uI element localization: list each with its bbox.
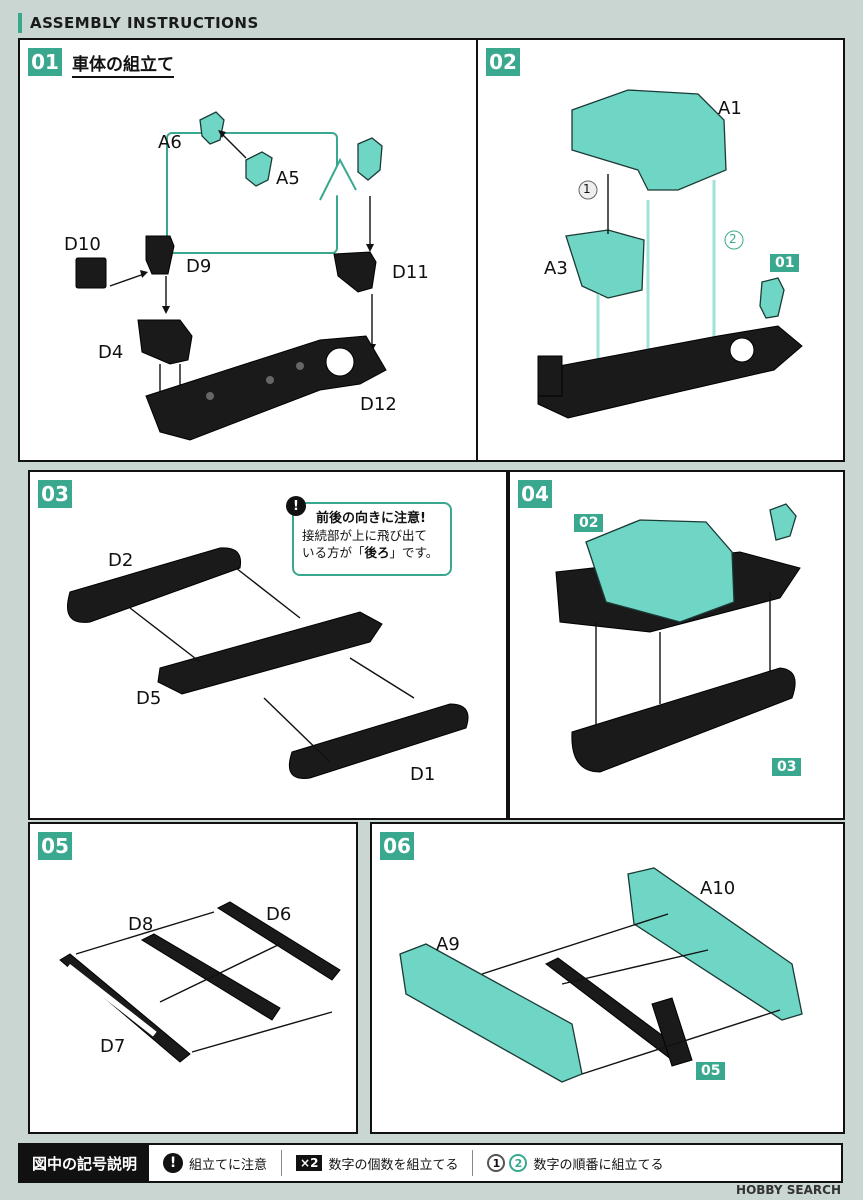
legend-item-order: 1 2 数字の順番に組立てる — [487, 1154, 663, 1173]
part-label-a1: A1 — [718, 98, 742, 119]
legend-item-multiply: ×2 数字の個数を組立てる — [296, 1154, 458, 1173]
order-mark-1: 1 — [583, 182, 591, 196]
legend-divider — [472, 1150, 474, 1176]
legend-item-caution: ! 組立てに注意 — [163, 1153, 267, 1173]
multiply-icon: ×2 — [296, 1155, 323, 1171]
step-06-diagram — [399, 867, 803, 1083]
step-01-panel: 01 車体の組立て A6 A5 D1 — [18, 38, 480, 462]
step-01-diagram — [75, 111, 387, 441]
step-number: 01 — [28, 48, 62, 76]
step-number: 05 — [38, 832, 72, 860]
orientation-note: ! 前後の向きに注意! 接続部が上に飛び出て いる方が「後ろ」です。 — [286, 496, 452, 576]
step-ref-tag: 01 — [770, 254, 800, 272]
order-1-icon: 1 — [487, 1154, 506, 1172]
caution-icon: ! — [163, 1153, 184, 1173]
step-06-panel: 06 A9 A10 05 — [370, 822, 845, 1134]
step-05-panel: 05 D8 D6 D7 — [28, 822, 358, 1134]
legend-text: 数字の個数を組立てる — [328, 1157, 459, 1173]
legend-text: 数字の順番に組立てる — [533, 1157, 664, 1173]
step-04-panel: 04 02 03 — [508, 470, 845, 820]
step-title: 車体の組立て — [72, 50, 174, 78]
page-title: ASSEMBLY INSTRUCTIONS — [30, 14, 259, 32]
step-03-diagram — [67, 547, 469, 779]
step-02-panel: 02 1 2 A1 A3 01 — [476, 38, 845, 462]
step-number: 04 — [518, 480, 552, 508]
note-line-1: 接続部が上に飛び出て — [302, 528, 428, 543]
step-ref-tag-03: 03 — [772, 758, 802, 776]
symbol-legend: 図中の記号説明 ! 組立てに注意 ×2 数字の個数を組立てる 1 2 数字の順番… — [18, 1143, 843, 1183]
part-label-a3: A3 — [544, 258, 568, 279]
part-label-d4: D4 — [98, 342, 124, 363]
step-03-panel: 03 ! 前後の向きに注意! 接続部が上に飛び出て いる方が「後ろ」です。 D2… — [28, 470, 508, 820]
part-label-d6: D6 — [266, 904, 292, 925]
step-ref-tag-05: 05 — [696, 1062, 726, 1080]
part-label-d2: D2 — [108, 550, 134, 571]
part-label-a6: A6 — [158, 132, 182, 153]
part-label-d12: D12 — [360, 394, 397, 415]
step-number: 02 — [486, 48, 520, 76]
header-accent-bar — [18, 13, 22, 33]
part-label-a10: A10 — [700, 878, 736, 899]
part-label-d7: D7 — [100, 1036, 126, 1057]
step-number: 06 — [380, 832, 414, 860]
step-05-diagram — [59, 901, 341, 1063]
part-label-d5: D5 — [136, 688, 162, 709]
page-header: ASSEMBLY INSTRUCTIONS — [18, 12, 259, 34]
legend-title: 図中の記号説明 — [20, 1145, 150, 1181]
caution-icon: ! — [286, 496, 306, 516]
note-heading: 前後の向きに注意! — [316, 511, 426, 526]
step-04-diagram — [555, 503, 801, 773]
order-mark-2: 2 — [729, 232, 737, 246]
legend-text: 組立てに注意 — [189, 1157, 268, 1173]
part-label-d8: D8 — [128, 914, 154, 935]
part-label-d10: D10 — [64, 234, 101, 255]
order-2-icon: 2 — [509, 1154, 528, 1172]
note-line-2: いる方が「後ろ」です。 — [302, 545, 439, 560]
step-ref-tag-02: 02 — [574, 514, 604, 532]
part-label-d9: D9 — [186, 256, 212, 277]
watermark: HOBBY SEARCH — [736, 1183, 841, 1197]
part-label-a5: A5 — [276, 168, 300, 189]
detail-callout — [166, 132, 338, 254]
part-label-d1: D1 — [410, 764, 436, 785]
step-number: 03 — [38, 480, 72, 508]
part-label-d11: D11 — [392, 262, 429, 283]
part-label-a9: A9 — [436, 934, 460, 955]
legend-divider — [281, 1150, 283, 1176]
step-02-diagram — [537, 89, 803, 419]
